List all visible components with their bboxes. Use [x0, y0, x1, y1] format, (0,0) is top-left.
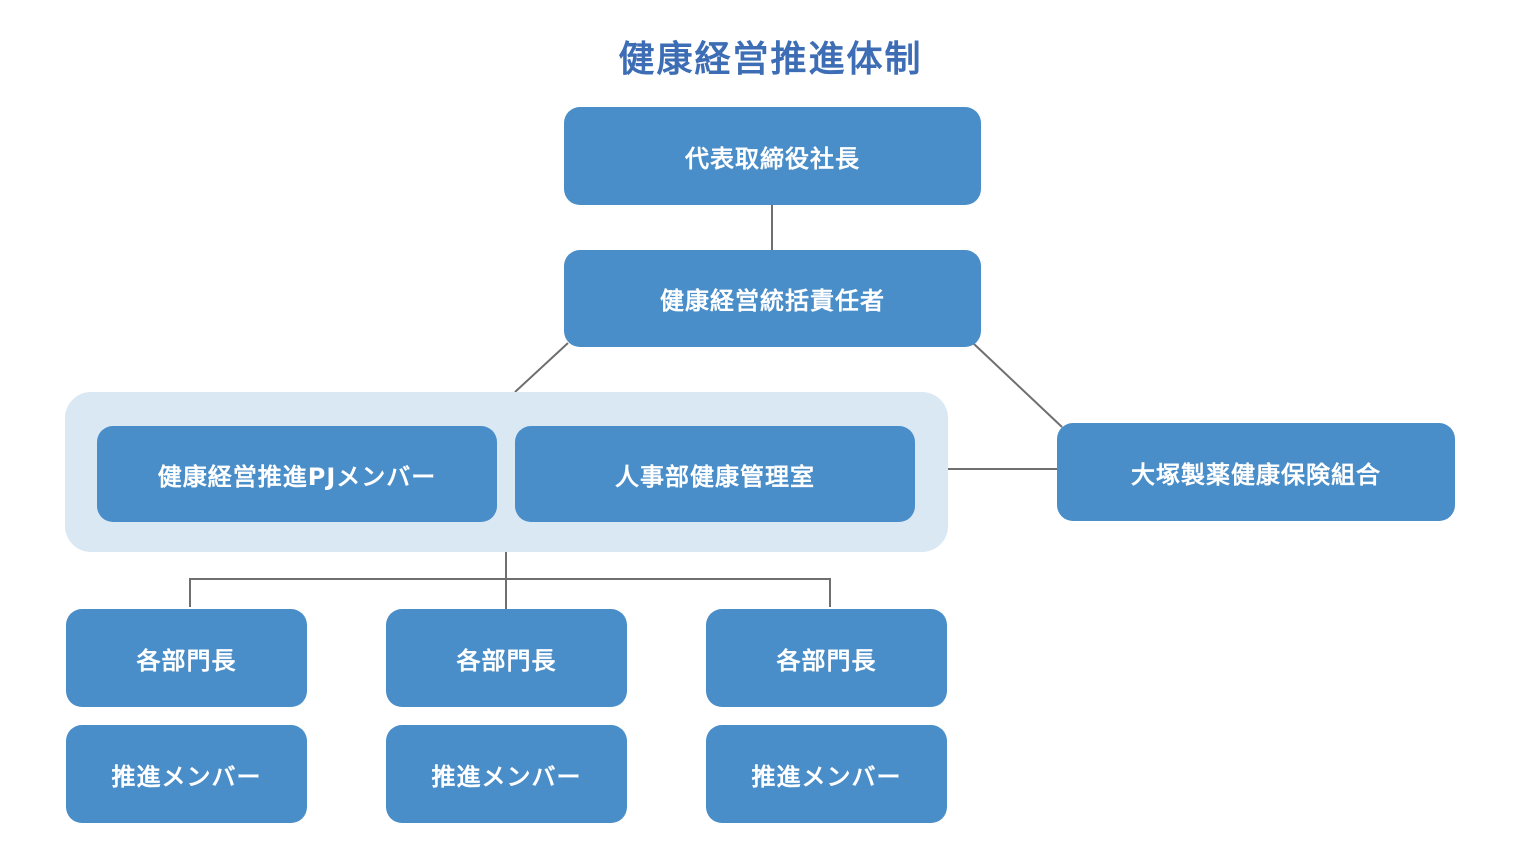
promotion-members-box: 推進メンバー: [706, 725, 947, 823]
department-head-box: 各部門長: [706, 609, 947, 707]
department-head-box: 各部門長: [386, 609, 627, 707]
connector-branch: [189, 578, 831, 607]
connector-officer-union: [973, 343, 1063, 428]
health-officer-box: 健康経営統括責任者: [564, 250, 981, 347]
hr-health-office-box: 人事部健康管理室: [515, 426, 915, 522]
president-box: 代表取締役社長: [564, 107, 981, 205]
diagram-title: 健康経営推進体制: [618, 39, 923, 80]
department-head-box: 各部門長: [66, 609, 307, 707]
pj-members-box: 健康経営推進PJメンバー: [97, 426, 497, 522]
connector-officer-group: [514, 342, 569, 393]
insurance-union-box: 大塚製薬健康保険組合: [1057, 423, 1455, 521]
promotion-members-box: 推進メンバー: [66, 725, 307, 823]
promotion-members-box: 推進メンバー: [386, 725, 627, 823]
